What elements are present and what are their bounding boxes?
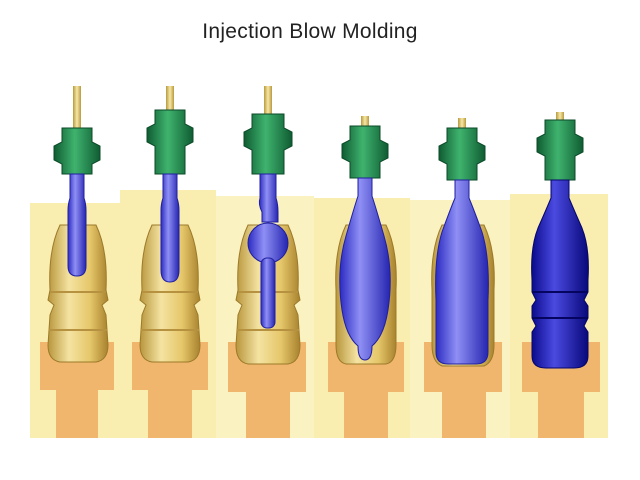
core-rod [556,112,564,124]
finished-bottle [531,179,589,369]
stage-5 [424,118,502,438]
mold-stem [538,392,584,438]
core-rod [361,116,369,130]
preform-tail [260,257,276,329]
neck-clamp [146,109,194,175]
neck-clamp [341,125,389,179]
mold-stem [148,390,192,438]
mold-stem [56,390,98,438]
preform [339,177,391,361]
mold-cavity [47,224,109,363]
stage-4 [328,116,404,438]
mold-background [30,190,608,438]
stage-3 [228,86,306,438]
core-rod [264,86,272,116]
neck-clamp [243,113,293,175]
mold-stem [442,392,486,438]
core-rod [166,86,174,114]
diagram-title: Injection Blow Molding [202,20,418,43]
mold-stem [344,392,388,438]
neck-clamp [53,127,101,175]
stage-2 [132,86,208,438]
mold-cavity [139,224,201,363]
stage-6 [522,112,600,438]
core-rod [73,86,81,130]
neck-clamp [438,127,486,181]
preform [67,173,87,277]
preform [435,179,489,365]
mold-stem [246,392,290,438]
preform-bulb [247,222,289,264]
neck-clamp [536,119,584,181]
preform [258,173,279,223]
preform [160,173,180,283]
core-rod [458,118,466,130]
stage-1 [40,86,114,438]
